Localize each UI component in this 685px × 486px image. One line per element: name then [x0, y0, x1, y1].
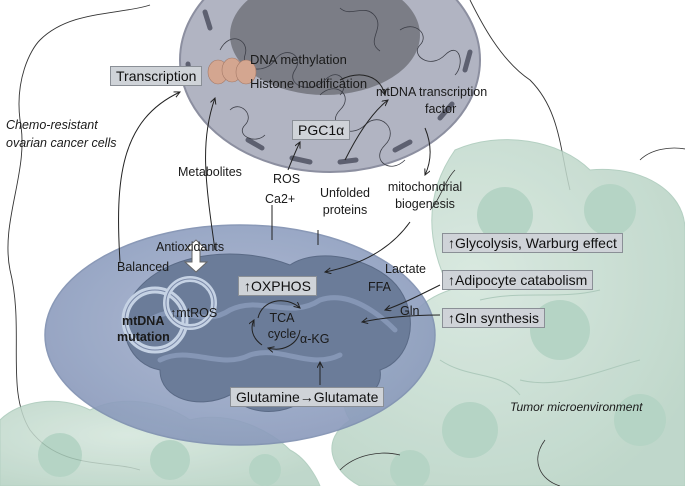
mtdna-mutation-label-1: mtDNA [122, 314, 165, 328]
ca2-label: Ca2+ [265, 192, 296, 206]
pgc1a-box: PGC1α [292, 120, 351, 140]
dna-methylation-label: DNA methylation [250, 52, 347, 67]
glycolysis-box: ↑Glycolysis, Warburg effect [442, 233, 623, 253]
unfolded-label-1: Unfolded [319, 186, 371, 200]
histone-beads [207, 57, 257, 85]
adipocyte-label: ↑Adipocyte catabolism [448, 272, 588, 288]
oxphos-box: ↑OXPHOS [238, 276, 317, 296]
akg-label: α-KG [300, 332, 330, 346]
transcription-box: Transcription [110, 66, 203, 86]
tca-label-2: cycle [267, 327, 297, 341]
mtdna-mutation-label-2: mutation [117, 330, 170, 344]
adipocyte-box: ↑Adipocyte catabolism [442, 270, 594, 290]
pgc1a-label: PGC1α [298, 122, 345, 138]
chemo-label-2: ovarian cancer cells [6, 136, 117, 150]
mtdna-tf-label-2: factor [425, 102, 457, 116]
ros-label: ROS [273, 172, 301, 186]
tme-label: Tumor microenvironment [510, 400, 643, 414]
ffa-label: FFA [368, 280, 391, 294]
glycolysis-label: ↑Glycolysis, Warburg effect [448, 235, 617, 251]
unfolded-label-2: proteins [322, 203, 368, 217]
gln-label: Gln [400, 304, 420, 318]
lactate-label: Lactate [385, 262, 427, 276]
balanced-label: Balanced [117, 260, 170, 274]
tca-label-1: TCA [269, 311, 295, 325]
mtros-label: ↑mtROS [170, 306, 218, 320]
antioxidants-label: Antioxidants [156, 240, 225, 254]
arrows [118, 74, 441, 385]
mitochondrion [44, 224, 436, 446]
gln-synthesis-label: ↑Gln synthesis [448, 310, 540, 326]
glutamine-box: Glutamine→Glutamate [230, 387, 385, 407]
double-headed-arrow-icon [183, 239, 209, 273]
mito-bio-label-1: mitochondrial [387, 180, 463, 194]
metabolites-label: Metabolites [178, 165, 242, 179]
histone-modification-label: Histone modification [250, 76, 368, 91]
mtdna-tf-label-1: mtDNA transcription [376, 85, 488, 99]
mito-bio-label-2: biogenesis [395, 197, 455, 211]
mtdna-circle-icon [121, 276, 217, 354]
chemo-label-1: Chemo-resistant [6, 118, 98, 132]
glutamine-label: Glutamine→Glutamate [236, 389, 379, 405]
gln-synthesis-box: ↑Gln synthesis [442, 308, 546, 328]
transcription-label: Transcription [116, 68, 197, 84]
oxphos-label: ↑OXPHOS [244, 278, 311, 294]
